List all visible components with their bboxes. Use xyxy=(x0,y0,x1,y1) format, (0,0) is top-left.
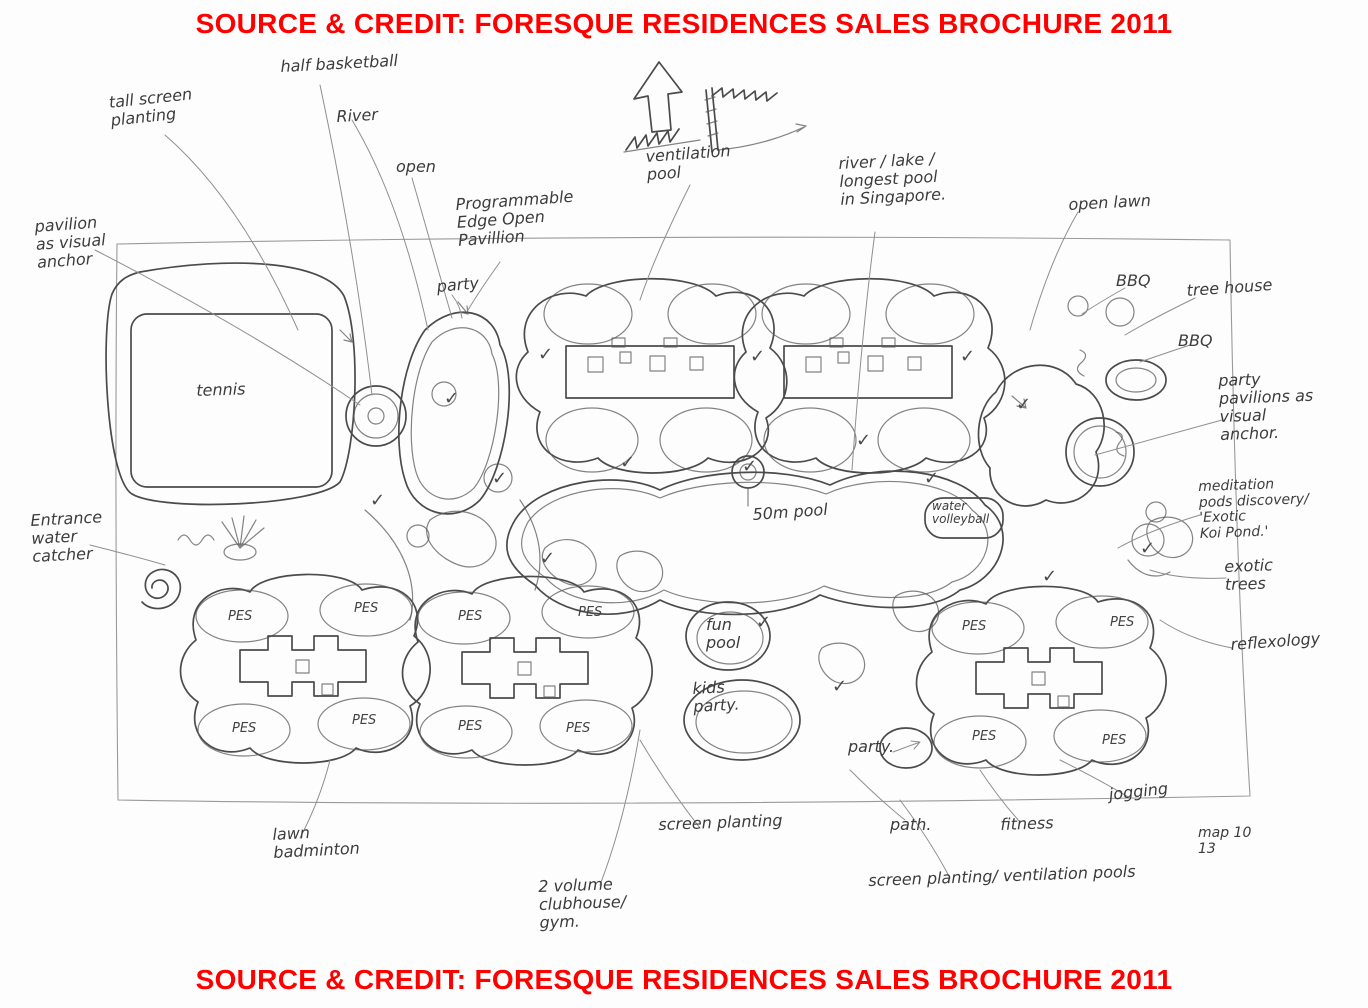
label-pes: PES xyxy=(578,605,603,620)
label-pes: PES xyxy=(458,609,483,624)
label-tennis: tennis xyxy=(195,379,246,400)
label-open: open xyxy=(396,157,436,176)
check-mark-icon: ✓ xyxy=(832,676,848,697)
leader-lines xyxy=(89,84,1233,886)
source-credit-banner-bottom: SOURCE & CREDIT: FORESQUE RESIDENCES SAL… xyxy=(195,964,1173,995)
label-entrance-water-catcher: Entrance water catcher xyxy=(29,507,103,566)
label-bbq-1: BBQ xyxy=(1116,271,1151,290)
ventilation-arrows xyxy=(623,61,807,153)
check-mark-icon: ✓ xyxy=(856,430,872,451)
label-pes: PES xyxy=(232,721,257,736)
label-clubhouse: 2 volume clubhouse/ gym. xyxy=(537,874,627,932)
label-path: path. xyxy=(890,815,932,834)
label-river: River xyxy=(335,104,379,126)
label-fun-pool: fun pool xyxy=(706,615,741,652)
label-kids-party: kids party. xyxy=(691,677,740,716)
label-map-10: map 10 13 xyxy=(1198,825,1252,857)
label-pes: PES xyxy=(972,729,997,744)
label-party-pavilions: party pavilions as visual anchor. xyxy=(1217,369,1314,444)
party-blob xyxy=(879,727,933,769)
check-mark-icon: ✓ xyxy=(924,468,940,489)
site-boundary xyxy=(115,236,1251,804)
label-water-volleyball: water volleyball xyxy=(932,499,990,527)
pavilion-circle xyxy=(345,385,407,447)
residential-cluster-top xyxy=(515,277,788,474)
residential-cluster-bottom xyxy=(179,573,431,764)
check-mark-icon: ✓ xyxy=(540,548,556,569)
label-pes: PES xyxy=(962,619,987,634)
label-meditation-pods: meditation pods discovery/ 'Exotic Koi P… xyxy=(1197,476,1310,542)
main-pool xyxy=(506,470,1004,616)
open-lawn-area xyxy=(977,295,1167,507)
tennis-court xyxy=(105,262,356,506)
check-mark-icon: ✓ xyxy=(1016,394,1032,415)
entrance-water-catcher xyxy=(141,515,265,610)
label-fitness: fitness xyxy=(999,813,1054,834)
check-mark-icon: ✓ xyxy=(750,346,766,367)
label-exotic-trees: exotic trees xyxy=(1223,555,1274,594)
check-mark-icon: ✓ xyxy=(492,468,508,489)
check-mark-icon: ✓ xyxy=(444,388,460,409)
label-pes: PES xyxy=(1102,733,1127,748)
check-mark-icon: ✓ xyxy=(742,456,758,477)
label-pes: PES xyxy=(566,721,591,736)
check-mark-icon: ✓ xyxy=(756,612,772,633)
source-credit-banner-top: SOURCE & CREDIT: FORESQUE RESIDENCES SAL… xyxy=(195,8,1173,39)
label-river-lake: river / lake / longest pool in Singapore… xyxy=(837,148,947,209)
kids-party-blob xyxy=(683,679,801,761)
label-programmable-pavillion: Programmable Edge Open Pavillion xyxy=(454,186,574,250)
label-pes: PES xyxy=(352,713,377,728)
open-party-garden xyxy=(397,311,513,548)
check-mark-icon: ✓ xyxy=(1140,538,1156,559)
water-volleyball-pool xyxy=(924,497,1004,539)
check-mark-icon: ✓ xyxy=(370,490,386,511)
label-ventilation-pool: ventilation pool xyxy=(644,141,732,184)
label-pes: PES xyxy=(458,719,483,734)
label-lawn-badminton: lawn badminton xyxy=(271,823,361,862)
label-bbq-2: BBQ xyxy=(1178,331,1213,350)
label-pes: PES xyxy=(1110,615,1135,630)
check-mark-icon: ✓ xyxy=(960,346,976,367)
check-mark-icon: ✓ xyxy=(538,344,554,365)
check-mark-icon: ✓ xyxy=(1042,566,1058,587)
residential-cluster-bottom-2 xyxy=(401,575,653,766)
label-pes: PES xyxy=(354,601,379,616)
fun-pool xyxy=(685,601,771,671)
garden-squiggles xyxy=(364,499,1194,685)
check-mark-icon: ✓ xyxy=(620,452,636,473)
label-party: party xyxy=(435,273,480,296)
label-party-2: party. xyxy=(848,737,895,756)
label-pavilion-anchor: pavilion as visual anchor xyxy=(33,212,107,272)
label-pes: PES xyxy=(228,609,253,624)
plan-arrows xyxy=(339,301,1027,409)
